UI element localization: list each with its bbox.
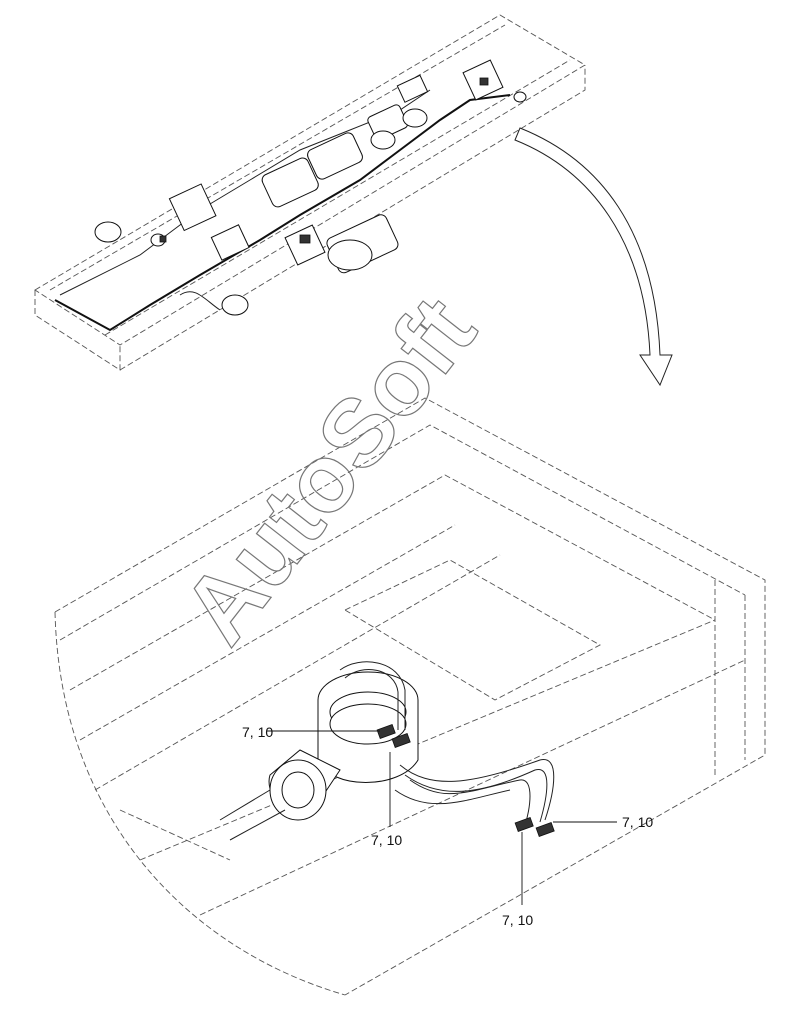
- chassis-overview: [34, 14, 586, 371]
- callout-label-4: 7, 10: [502, 912, 533, 928]
- callout-label-2: 7, 10: [371, 832, 402, 848]
- detail-arrow-icon: [514, 127, 673, 387]
- callout-label-1: 7, 10: [242, 724, 273, 740]
- callout-label-3: 7, 10: [622, 814, 653, 830]
- detail-frame: [54, 397, 766, 996]
- watermark: AutoSoft: [162, 278, 496, 663]
- air-dryer-assembly: [219, 661, 555, 841]
